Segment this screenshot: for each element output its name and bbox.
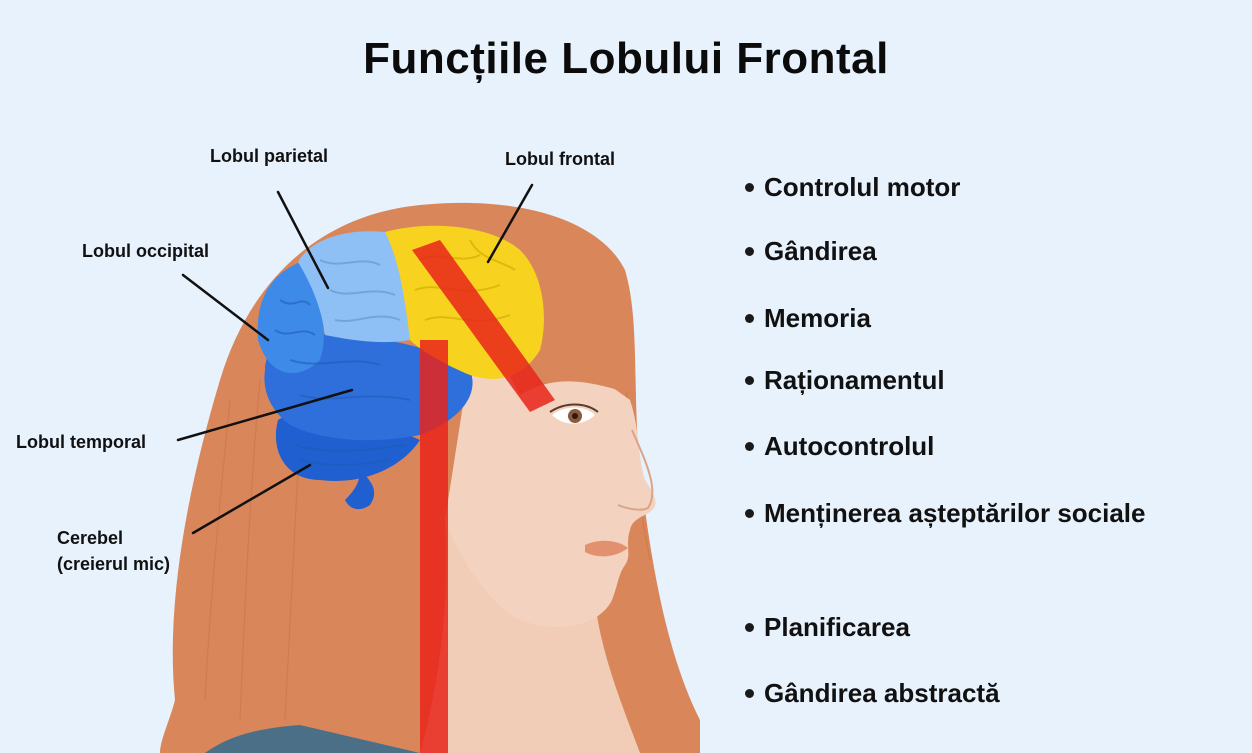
function-label: Planificarea [764, 612, 910, 642]
function-item: Raționamentul [745, 365, 945, 396]
brain-folds [274, 239, 516, 466]
label-temporal-lobe: Lobul temporal [16, 432, 146, 452]
label-parietal-lobe: Lobul parietal [210, 146, 329, 166]
pointer-line-occipital [181, 273, 270, 342]
pointer-lines [176, 183, 534, 535]
bullet-icon [745, 442, 754, 451]
label-cerebellum: Cerebel (creierul mic) [57, 525, 217, 577]
function-item: Memoria [745, 303, 871, 334]
bullet-icon [745, 247, 754, 256]
bullet-icon [745, 314, 754, 323]
function-item: Planificarea [745, 612, 910, 643]
shoulder [205, 725, 420, 753]
bullet-icon [745, 689, 754, 698]
function-item: Gândirea abstractă [745, 678, 1000, 709]
function-label: Menținerea așteptărilor sociale [764, 498, 1146, 528]
neck [420, 520, 640, 753]
bullet-icon [745, 376, 754, 385]
bullet-icon [745, 509, 754, 518]
parietal-lobe [298, 231, 410, 343]
bullet-icon [745, 183, 754, 192]
nose [617, 429, 654, 511]
occipital-lobe [257, 262, 324, 374]
eye [549, 403, 599, 424]
function-item: Gândirea [745, 236, 877, 267]
face [445, 349, 656, 628]
pointer-line-frontal [486, 183, 534, 264]
pointer-line-temporal [176, 388, 354, 442]
brainstem [345, 470, 375, 510]
frontal-highlight [412, 240, 555, 412]
function-item: Controlul motor [745, 172, 960, 203]
label-cerebellum-line2: (creierul mic) [57, 554, 171, 574]
pointer-line-parietal [276, 190, 330, 290]
spinal-highlight [420, 340, 448, 753]
label-frontal-lobe: Lobul frontal [505, 149, 615, 169]
function-item: Menținerea așteptărilor sociale [745, 498, 1145, 529]
label-occipital-lobe: Lobul occipital [82, 241, 210, 261]
function-label: Gândirea [764, 236, 877, 266]
lips [585, 540, 628, 557]
function-label: Autocontrolul [764, 431, 935, 461]
label-cerebellum-line1: Cerebel [57, 528, 124, 548]
bullet-icon [745, 623, 754, 632]
function-item: Autocontrolul [745, 431, 934, 462]
function-label: Gândirea abstractă [764, 678, 1000, 708]
function-label: Memoria [764, 303, 871, 333]
function-label: Raționamentul [764, 365, 945, 395]
page-title: Funcțiile Lobului Frontal [363, 34, 889, 83]
pointer-line-cerebellum [191, 463, 312, 535]
function-label: Controlul motor [764, 172, 961, 202]
